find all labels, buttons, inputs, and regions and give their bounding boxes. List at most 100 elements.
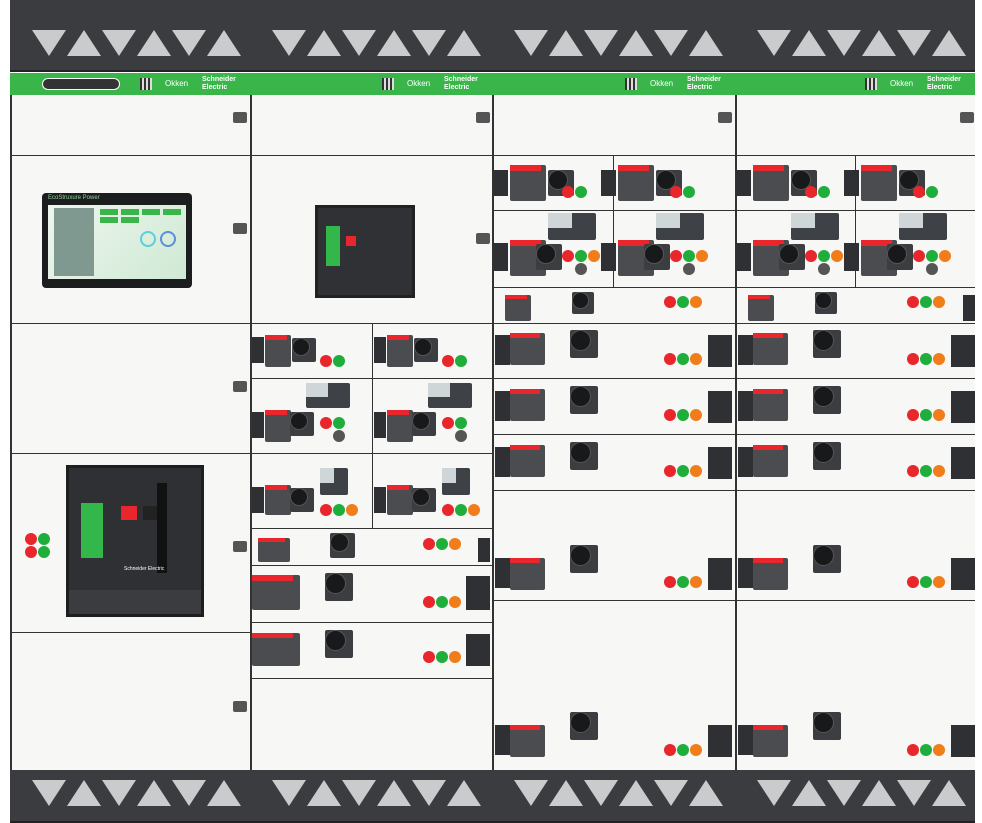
breaker-toggle[interactable] <box>265 410 288 416</box>
indicator-lamp-r[interactable] <box>913 186 925 198</box>
rotary-switch[interactable] <box>290 412 314 436</box>
breaker-toggle[interactable] <box>861 240 892 246</box>
indicator-lamp-r[interactable] <box>423 538 435 550</box>
indicator-lamp-g[interactable] <box>333 417 345 429</box>
indicator-lamp-g[interactable] <box>683 186 695 198</box>
open-button[interactable] <box>121 506 137 520</box>
indicator-lamp-r[interactable] <box>907 576 919 588</box>
rotary-switch[interactable] <box>536 244 562 270</box>
indicator-lamp-k[interactable] <box>683 263 695 275</box>
breaker-toggle[interactable] <box>618 165 649 171</box>
rotary-switch[interactable] <box>414 338 438 362</box>
indicator-lamp-o[interactable] <box>933 409 945 421</box>
indicator-lamp-r[interactable] <box>664 465 676 477</box>
indicator-lamp-g[interactable] <box>677 744 689 756</box>
indicator-lamp-r[interactable] <box>664 409 676 421</box>
breaker-toggle[interactable] <box>510 725 540 731</box>
indicator-lamp-o[interactable] <box>933 576 945 588</box>
indicator-lamp-o[interactable] <box>346 504 358 516</box>
indicator-lamp-r[interactable] <box>907 409 919 421</box>
indicator-lamp-g[interactable] <box>436 596 448 608</box>
indicator-lamp-k[interactable] <box>575 263 587 275</box>
indicator-lamp-g[interactable] <box>677 296 689 308</box>
indicator-lamp-g[interactable] <box>38 546 50 558</box>
indicator-lamp-k[interactable] <box>333 430 345 442</box>
door-latch[interactable] <box>718 112 732 123</box>
breaker-toggle[interactable] <box>265 485 288 490</box>
indicator-lamp-r[interactable] <box>664 744 676 756</box>
indicator-lamp-r[interactable] <box>907 296 919 308</box>
breaker-toggle[interactable] <box>252 575 293 581</box>
circuit-breaker-handle[interactable] <box>387 410 413 442</box>
rotary-switch[interactable] <box>325 573 353 601</box>
rotary-switch[interactable] <box>813 330 841 358</box>
indicator-lamp-o[interactable] <box>690 576 702 588</box>
breaker-toggle[interactable] <box>510 389 540 395</box>
indicator-lamp-g[interactable] <box>677 465 689 477</box>
indicator-lamp-g[interactable] <box>920 465 932 477</box>
circuit-breaker-handle[interactable] <box>510 558 545 590</box>
circuit-breaker-handle[interactable] <box>861 165 897 201</box>
indicator-lamp-g[interactable] <box>920 296 932 308</box>
circuit-breaker-handle[interactable] <box>505 295 531 321</box>
indicator-lamp-o[interactable] <box>933 353 945 365</box>
indicator-lamp-r[interactable] <box>442 504 454 516</box>
main-air-circuit-breaker[interactable]: Schneider Electric <box>66 465 204 617</box>
breaker-toggle[interactable] <box>510 558 540 564</box>
door-latch[interactable] <box>233 223 247 234</box>
rotary-switch[interactable] <box>570 386 598 414</box>
indicator-lamp-o[interactable] <box>690 409 702 421</box>
breaker-toggle[interactable] <box>265 335 288 341</box>
breaker-toggle[interactable] <box>387 410 410 416</box>
breaker-toggle[interactable] <box>748 295 771 300</box>
indicator-lamp-r[interactable] <box>670 250 682 262</box>
indicator-lamp-o[interactable] <box>468 504 480 516</box>
indicator-lamp-g[interactable] <box>333 504 345 516</box>
rotary-switch[interactable] <box>813 442 841 470</box>
indicator-lamp-g[interactable] <box>455 417 467 429</box>
breaker-toggle[interactable] <box>753 725 783 731</box>
air-circuit-breaker-small[interactable] <box>315 205 415 298</box>
indicator-lamp-g[interactable] <box>677 409 689 421</box>
indicator-lamp-g[interactable] <box>818 186 830 198</box>
indicator-lamp-o[interactable] <box>933 744 945 756</box>
indicator-lamp-g[interactable] <box>920 576 932 588</box>
breaker-toggle[interactable] <box>510 445 540 451</box>
circuit-breaker-handle[interactable] <box>252 575 300 610</box>
rotary-switch[interactable] <box>570 712 598 740</box>
rotary-switch[interactable] <box>813 712 841 740</box>
indicator-lamp-g[interactable] <box>455 355 467 367</box>
rotary-switch[interactable] <box>791 170 817 196</box>
rotary-switch[interactable] <box>412 412 436 436</box>
indicator-lamp-g[interactable] <box>575 250 587 262</box>
indicator-lamp-o[interactable] <box>449 651 461 663</box>
indicator-lamp-g[interactable] <box>920 409 932 421</box>
breaker-toggle[interactable] <box>252 633 293 639</box>
indicator-lamp-g[interactable] <box>677 576 689 588</box>
indicator-lamp-o[interactable] <box>933 296 945 308</box>
indicator-lamp-g[interactable] <box>818 250 830 262</box>
hmi-display[interactable] <box>48 205 186 279</box>
indicator-lamp-r[interactable] <box>907 353 919 365</box>
breaker-toggle[interactable] <box>510 240 541 246</box>
indicator-lamp-r[interactable] <box>913 250 925 262</box>
circuit-breaker-handle[interactable] <box>252 633 300 666</box>
rotary-switch[interactable] <box>548 170 574 196</box>
indicator-lamp-r[interactable] <box>907 465 919 477</box>
breaker-toggle[interactable] <box>861 165 892 171</box>
circuit-breaker-handle[interactable] <box>510 445 545 477</box>
racking-handle[interactable] <box>157 483 167 573</box>
indicator-lamp-o[interactable] <box>449 596 461 608</box>
indicator-lamp-g[interactable] <box>926 186 938 198</box>
indicator-lamp-r[interactable] <box>907 744 919 756</box>
indicator-lamp-k[interactable] <box>818 263 830 275</box>
indicator-lamp-g[interactable] <box>575 186 587 198</box>
breaker-toggle[interactable] <box>753 389 783 395</box>
indicator-lamp-o[interactable] <box>690 296 702 308</box>
indicator-lamp-o[interactable] <box>933 465 945 477</box>
indicator-lamp-r[interactable] <box>442 355 454 367</box>
indicator-lamp-r[interactable] <box>664 576 676 588</box>
rotary-switch[interactable] <box>813 545 841 573</box>
indicator-lamp-r[interactable] <box>562 186 574 198</box>
indicator-lamp-r[interactable] <box>320 417 332 429</box>
